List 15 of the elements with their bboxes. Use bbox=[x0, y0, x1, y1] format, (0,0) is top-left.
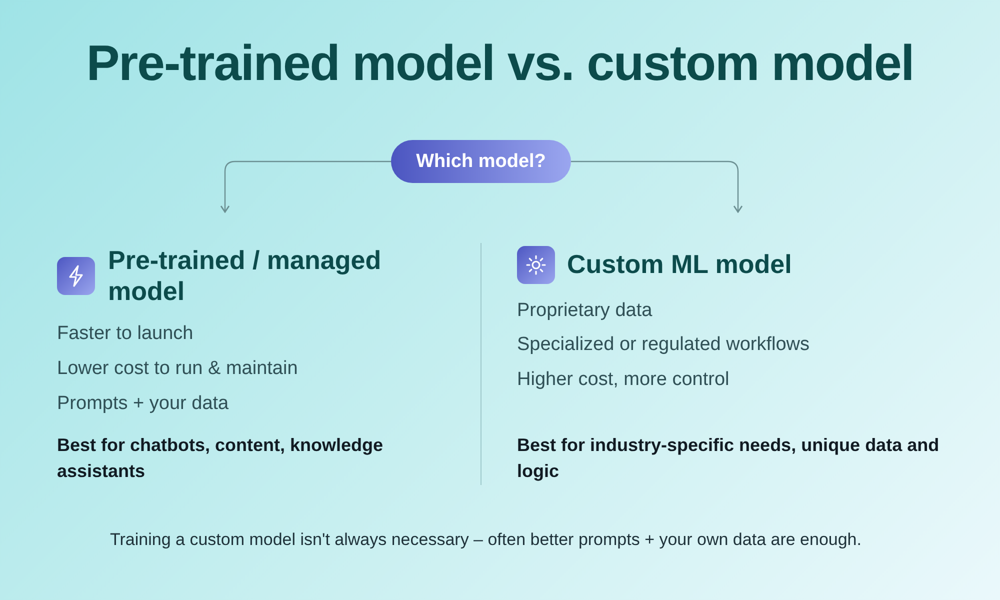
pill-label: Which model? bbox=[391, 140, 571, 183]
title: Pre-trained model vs. custom model bbox=[85, 34, 915, 92]
summary-text: Best for chatbots, content, knowledge assistants bbox=[57, 434, 384, 483]
note-text: Training a custom model isn't always necessary – often better prompts + your own data are enough. bbox=[110, 530, 862, 550]
summary-text: Best for industry-specific needs, unique data and logic bbox=[517, 434, 940, 483]
list-item: Specialized or regulated workflows bbox=[517, 334, 810, 356]
arrow bbox=[220, 160, 391, 213]
list-item: Higher cost, more control bbox=[517, 369, 730, 391]
column-heading: Custom ML model bbox=[567, 249, 793, 280]
list-item: Faster to launch bbox=[57, 323, 194, 345]
list-item: Lower cost to run & maintain bbox=[57, 358, 298, 380]
list-item: Proprietary data bbox=[517, 300, 652, 322]
column-heading: Pre-trained / managed model bbox=[108, 245, 382, 307]
list-item: Prompts + your data bbox=[57, 393, 229, 415]
arrow bbox=[571, 160, 743, 213]
